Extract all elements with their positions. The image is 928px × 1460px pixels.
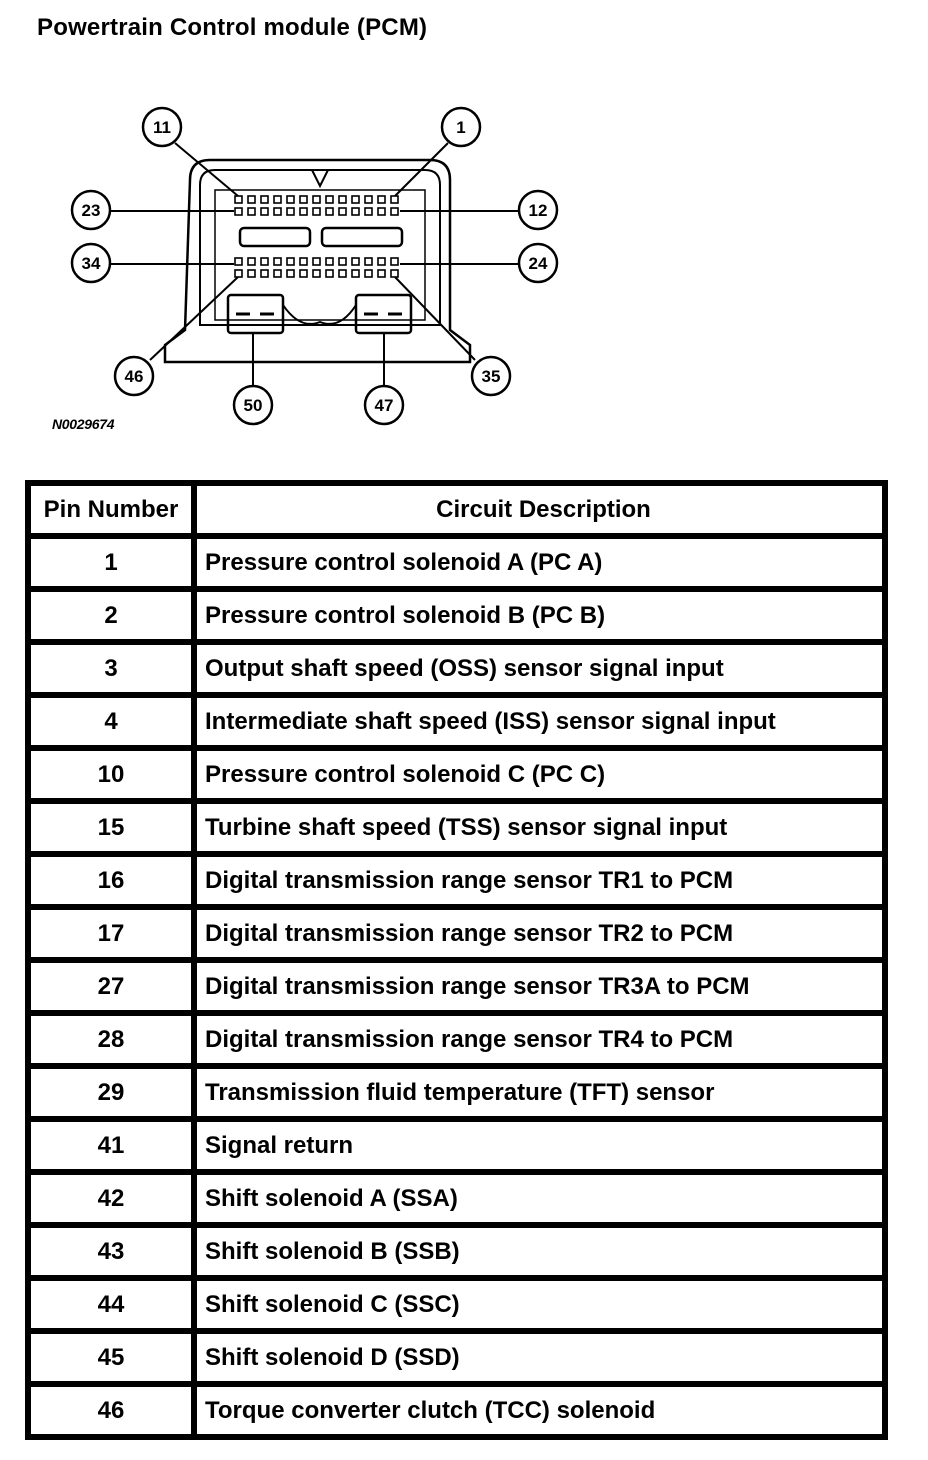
callout-label: 35 [482, 367, 501, 386]
pin-number: 10 [31, 751, 191, 798]
circuit-description: Digital transmission range sensor TR1 to… [197, 857, 882, 904]
callout-label: 12 [529, 201, 548, 220]
page-title: Powertrain Control module (PCM) [37, 14, 428, 41]
callout-label: 46 [125, 367, 144, 386]
pin-number: 43 [31, 1228, 191, 1275]
circuit-description: Shift solenoid C (SSC) [197, 1281, 882, 1328]
callout-label: 23 [82, 201, 101, 220]
pin-number: 29 [31, 1069, 191, 1116]
callout-50 [232, 384, 274, 426]
pin-row-top [234, 195, 399, 216]
pin-number: 15 [31, 804, 191, 851]
callout-35 [470, 355, 512, 397]
column-header-description: Circuit Description [197, 486, 882, 533]
circuit-description: Signal return [197, 1122, 882, 1169]
callout-1 [440, 106, 482, 148]
pin-number: 2 [31, 592, 191, 639]
callout-label: 24 [529, 254, 548, 273]
callout-label: 11 [153, 118, 171, 137]
callout-label: 1 [456, 118, 465, 137]
callout-24 [517, 242, 559, 284]
callout-46 [113, 355, 155, 397]
circuit-description: Intermediate shaft speed (ISS) sensor si… [197, 698, 882, 745]
pin-number: 28 [31, 1016, 191, 1063]
circuit-description: Digital transmission range sensor TR4 to… [197, 1016, 882, 1063]
connector-outline [163, 158, 472, 364]
circuit-description: Torque converter clutch (TCC) solenoid [197, 1387, 882, 1434]
circuit-description: Shift solenoid D (SSD) [197, 1334, 882, 1381]
leader-lines [110, 142, 518, 388]
pin-row-bottom [234, 257, 399, 278]
callout-47 [363, 384, 405, 426]
circuit-description: Pressure control solenoid B (PC B) [197, 592, 882, 639]
pin-number: 46 [31, 1387, 191, 1434]
circuit-description: Pressure control solenoid A (PC A) [197, 539, 882, 586]
circuit-description: Digital transmission range sensor TR3A t… [197, 963, 882, 1010]
pin-number: 27 [31, 963, 191, 1010]
circuit-description: Transmission fluid temperature (TFT) sen… [197, 1069, 882, 1116]
pin-number: 16 [31, 857, 191, 904]
circuit-description: Shift solenoid B (SSB) [197, 1228, 882, 1275]
pin-number: 41 [31, 1122, 191, 1169]
column-header-pin: Pin Number [31, 486, 191, 533]
callout-12 [517, 189, 559, 231]
circuit-description: Pressure control solenoid C (PC C) [197, 751, 882, 798]
callout-label: 47 [375, 396, 394, 415]
pin-number: 1 [31, 539, 191, 586]
connector-diagram: 11 1 23 12 34 24 46 50 47 35 [70, 106, 559, 426]
callout-34 [70, 242, 112, 284]
pin-number: 3 [31, 645, 191, 692]
circuit-description: Output shaft speed (OSS) sensor signal i… [197, 645, 882, 692]
circuit-description: Digital transmission range sensor TR2 to… [197, 910, 882, 957]
pin-number: 42 [31, 1175, 191, 1222]
callout-11 [141, 106, 183, 148]
callout-label: 34 [82, 254, 101, 273]
callout-23 [70, 189, 112, 231]
table-header-row: Pin Number Circuit Description [31, 486, 882, 533]
circuit-description: Shift solenoid A (SSA) [197, 1175, 882, 1222]
pin-number: 44 [31, 1281, 191, 1328]
pin-number: 4 [31, 698, 191, 745]
figure-id: N0029674 [52, 416, 115, 432]
pin-number: 45 [31, 1334, 191, 1381]
callout-label: 50 [244, 396, 263, 415]
pin-number: 17 [31, 910, 191, 957]
circuit-description: Turbine shaft speed (TSS) sensor signal … [197, 804, 882, 851]
